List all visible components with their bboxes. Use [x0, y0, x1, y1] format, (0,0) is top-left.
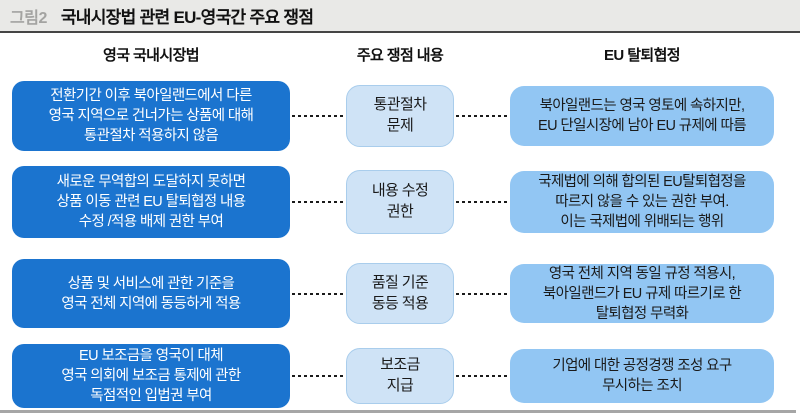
eu-agreement-box: 영국 전체 지역 동일 규정 적용시, 북아일랜드가 EU 규제 따르기로 한 …: [510, 264, 774, 323]
uk-law-box: EU 보조금을 영국이 대체 영국 의회에 보조금 통제에 관한 독점적인 입법…: [12, 344, 290, 408]
diagram-row-customs: 전환기간 이후 북아일랜드에서 다른 영국 지역으로 건너가는 상품에 대해 통…: [0, 81, 800, 151]
bottom-divider: [0, 410, 796, 413]
column-header-uk-law: 영국 국내시장법: [103, 47, 200, 64]
figure-title-bar: 그림2 국내시장법 관련 EU-영국간 주요 쟁점: [0, 0, 800, 33]
eu-agreement-box: 국제법에 의해 합의된 EU탈퇴협정을 따르지 않을 수 있는 권한 부여. 이…: [510, 171, 774, 233]
diagram-row-subsidies: EU 보조금을 영국이 대체 영국 의회에 보조금 통제에 관한 독점적인 입법…: [0, 344, 800, 408]
uk-law-box: 전환기간 이후 북아일랜드에서 다른 영국 지역으로 건너가는 상품에 대해 통…: [12, 81, 290, 151]
dotted-connector: [292, 115, 344, 117]
figure-title: 국내시장법 관련 EU-영국간 주요 쟁점: [60, 8, 314, 27]
column-header-issues: 주요 쟁점 내용: [356, 47, 444, 64]
diagram-row-amendment-rights: 새로운 무역합의 도달하지 못하면 상품 이동 관련 EU 탈퇴협정 내용 수정…: [0, 166, 800, 238]
uk-law-box: 새로운 무역합의 도달하지 못하면 상품 이동 관련 EU 탈퇴협정 내용 수정…: [12, 166, 290, 238]
issue-box: 품질 기준 동등 적용: [346, 263, 454, 324]
dotted-connector: [456, 292, 508, 295]
column-header-eu-agreement: EU 탈퇴협정: [603, 47, 681, 64]
dotted-connector: [292, 375, 344, 377]
dotted-connector: [292, 201, 344, 203]
eu-agreement-box: 북아일랜드는 영국 영토에 속하지만, EU 단일시장에 남아 EU 규제에 따…: [510, 86, 774, 146]
issue-box: 내용 수정 권한: [346, 170, 454, 234]
dotted-connector: [456, 201, 508, 203]
dotted-connector: [456, 115, 508, 117]
dotted-connector: [292, 292, 344, 295]
column-headers: 영국 국내시장법 주요 쟁점 내용 EU 탈퇴협정: [0, 44, 800, 65]
eu-agreement-box: 기업에 대한 공정경쟁 조성 요구 무시하는 조치: [510, 349, 774, 403]
dotted-connector: [456, 375, 508, 377]
diagram-row-quality-standards: 상품 및 서비스에 관한 기준을 영국 전체 지역에 동등하게 적용 품질 기준…: [0, 259, 800, 328]
uk-law-box: 상품 및 서비스에 관한 기준을 영국 전체 지역에 동등하게 적용: [12, 259, 290, 328]
issue-box: 통관절차 문제: [346, 85, 454, 147]
issue-box: 보조금 지급: [346, 348, 454, 404]
figure-label: 그림2: [10, 9, 47, 27]
